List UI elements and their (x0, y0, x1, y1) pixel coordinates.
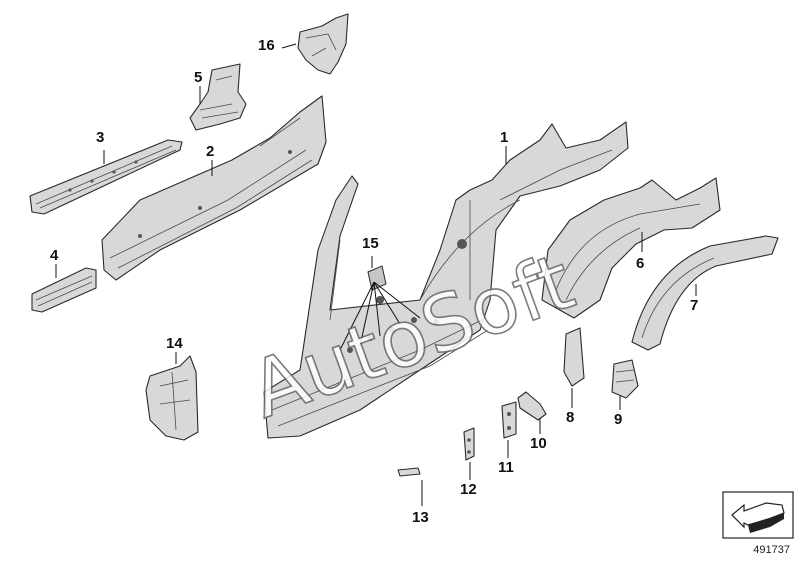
callout-3: 3 (96, 129, 105, 146)
callout-12: 12 (460, 481, 477, 498)
part-1 (263, 121, 629, 439)
part-9 (611, 359, 639, 399)
part-11 (501, 401, 517, 439)
callout-1: 1 (500, 129, 509, 146)
callout-11: 11 (498, 459, 514, 476)
part-4 (31, 267, 97, 313)
part-8 (563, 327, 585, 387)
callout-10: 10 (530, 435, 547, 452)
callout-2: 2 (206, 143, 215, 160)
callout-9: 9 (614, 411, 623, 428)
part-7 (631, 235, 779, 351)
callout-8: 8 (566, 409, 575, 426)
callout-13: 13 (412, 509, 429, 526)
callout-7: 7 (690, 297, 699, 314)
part-10 (517, 391, 547, 421)
callout-6: 6 (636, 255, 645, 272)
part-2 (101, 95, 327, 281)
part-13 (397, 467, 421, 477)
part-12 (463, 427, 475, 461)
part-14 (145, 355, 199, 441)
callout-14: 14 (166, 335, 183, 352)
leader-lines (55, 43, 697, 506)
callout-4: 4 (50, 247, 59, 264)
callout-15: 15 (362, 235, 379, 252)
part-6 (541, 177, 721, 319)
part-5 (189, 63, 247, 131)
callout-16: 16 (258, 37, 275, 54)
callout-5: 5 (194, 69, 203, 86)
part-3 (29, 139, 183, 215)
reference-number: 491737 (753, 544, 790, 556)
part-16 (297, 13, 349, 75)
orientation-arrow-icon (722, 491, 794, 539)
